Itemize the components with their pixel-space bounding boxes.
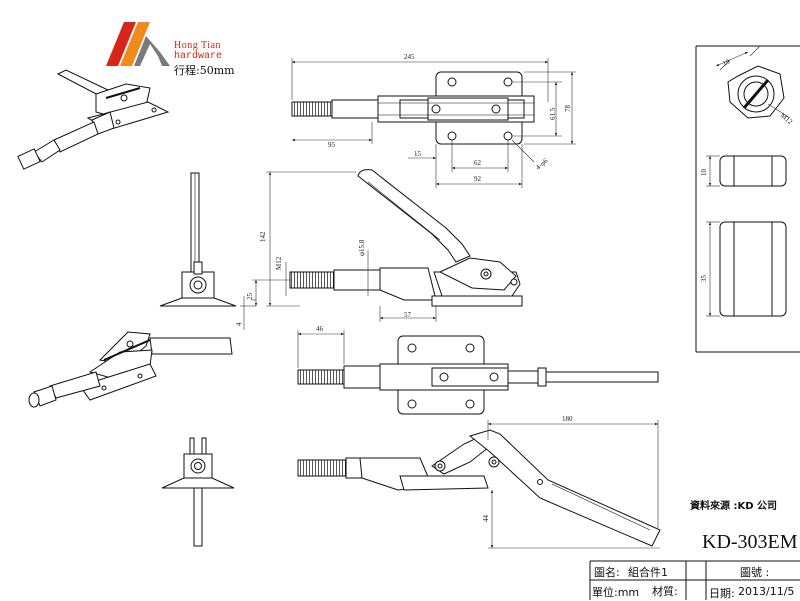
dim-width-92: 92 [474, 175, 482, 183]
iso-view-open [28, 331, 233, 408]
side-view-closed [289, 169, 523, 307]
unit-label: 單位:mm [592, 586, 640, 599]
iso-view-closed [17, 69, 170, 170]
top-view-dimension-lines [291, 58, 576, 188]
dim-width-62: 62 [474, 159, 482, 167]
dim-thread-size: M12 [275, 256, 283, 270]
dim-hole-dia: 4-φ6 [534, 156, 550, 171]
source-label: 資料來源 :KD 公司 [690, 501, 778, 512]
title-block-grid [589, 560, 800, 600]
nut-dimension-lines [706, 45, 791, 317]
logo-company-line1: Hong Tian [174, 40, 222, 51]
drawing-name-label: 圖名: [594, 566, 620, 579]
company-logo [106, 22, 170, 66]
side-view-open [297, 429, 661, 547]
logo-company-line2: hardware [174, 51, 223, 62]
stroke-note: 行程:50mm [174, 64, 235, 77]
dim-nut-across-flats: 19 [721, 57, 731, 67]
top-view-open [297, 335, 659, 415]
end-view-closed [159, 172, 237, 307]
dim-open-reach: 180 [562, 415, 573, 423]
side-view-dimension-lines [240, 171, 437, 330]
dim-nut-thickness: 10 [700, 169, 708, 177]
date-value: 2013/11/5 [738, 585, 795, 598]
material-label: 材質: [652, 585, 678, 598]
nut-detail-panel [695, 45, 800, 353]
dim-slot-15: 15 [414, 150, 422, 158]
drawing-name-value: 組合件1 [628, 566, 668, 579]
dim-center-height: 25 [246, 293, 254, 301]
dim-height-78: 78 [564, 105, 572, 113]
dim-height-61-5: 61.5 [549, 107, 557, 120]
dim-nut-thread: M12 [779, 111, 795, 126]
end-view-open [161, 437, 235, 547]
model-number: KD-303EM [702, 531, 798, 553]
dim-handle-height: 142 [259, 231, 267, 242]
dim-left-offset: 95 [328, 141, 336, 149]
top-view-closed [291, 71, 535, 145]
dim-nut-length: 35 [700, 275, 708, 283]
dim-base-offset: 57 [404, 311, 412, 319]
dim-overall-length: 245 [404, 53, 415, 61]
side-view-open-dimension-lines [487, 420, 660, 549]
dim-base-thickness: 4 [235, 322, 243, 326]
dim-top-offset: 46 [316, 325, 324, 333]
date-label: 日期: [709, 587, 735, 600]
top-view-open-dimension-lines [297, 330, 345, 368]
dim-shaft-dia: φ15.8 [358, 239, 366, 256]
dim-open-drop: 44 [482, 515, 490, 523]
drawing-no-label: 圖號 : [740, 566, 770, 579]
